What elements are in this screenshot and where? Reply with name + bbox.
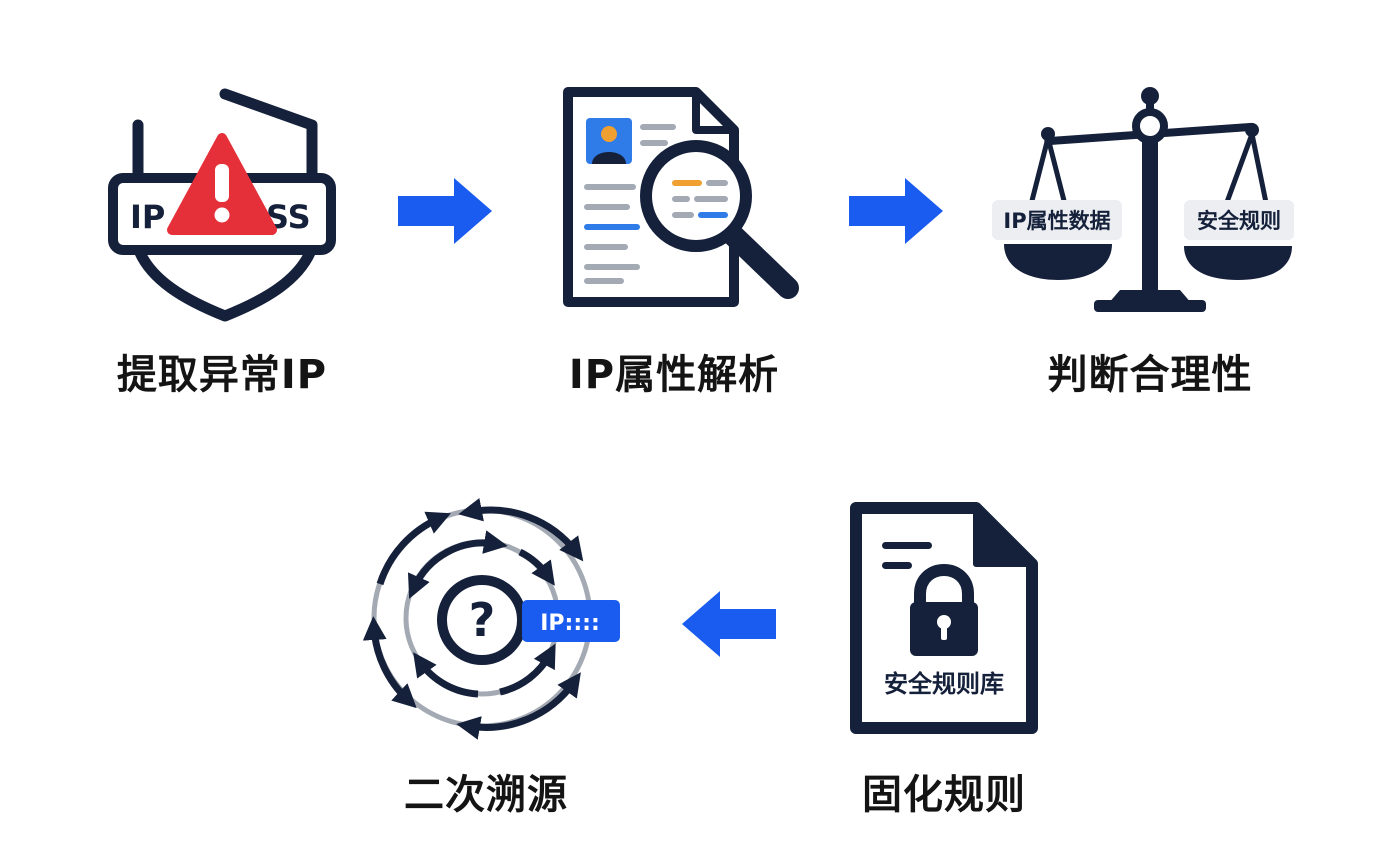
step-label-extract: 提取异常IP xyxy=(116,352,328,398)
badge-ip-text: IP xyxy=(130,198,165,236)
flow-arrow-left-icon xyxy=(682,591,776,657)
step-label-analyze: IP属性解析 xyxy=(568,352,780,398)
balance-scale-icon: IP属性数据 安全规则 xyxy=(992,87,1294,312)
step-label-trace: 二次溯源 xyxy=(404,772,568,818)
step-label-solidify: 固化规则 xyxy=(862,772,1026,818)
locked-document-icon: 安全规则库 xyxy=(850,502,1038,734)
trace-ip-tag: IP:::: xyxy=(540,611,600,636)
question-mark-glyph: ? xyxy=(469,593,496,647)
left-pan-label: IP属性数据 xyxy=(1003,209,1110,233)
right-pan-label: 安全规则 xyxy=(1197,209,1281,233)
rule-library-caption: 安全规则库 xyxy=(884,670,1004,698)
cyclic-arrows-question-icon: ? IP:::: xyxy=(362,498,620,740)
flow-arrow-right-icon xyxy=(398,178,492,244)
step-label-judge: 判断合理性 xyxy=(1047,352,1253,398)
flow-arrow-right-icon xyxy=(849,178,943,244)
document-magnifier-icon xyxy=(563,87,799,307)
shield-warning-icon: IP SS xyxy=(108,88,336,322)
